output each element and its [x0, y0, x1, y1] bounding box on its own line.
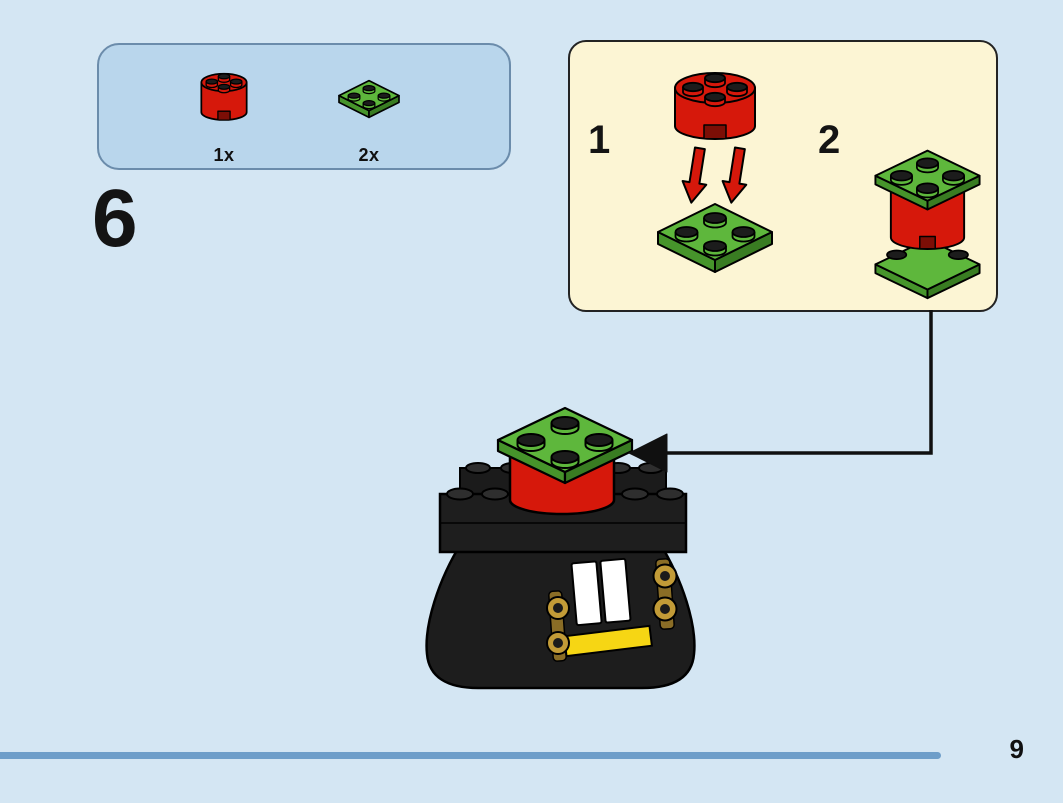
- substep-1-diagram: [657, 72, 773, 273]
- step-number: 6: [92, 173, 138, 264]
- red-round-brick-icon: [200, 72, 248, 121]
- substep-panel: 1 2: [568, 40, 998, 312]
- substep-1-number: 1: [588, 118, 611, 162]
- green-plate-icon: [338, 79, 400, 119]
- parts-callout-box: 1x 2: [97, 43, 511, 170]
- gold-buttons: [546, 563, 678, 655]
- green-plate-icon: [657, 203, 773, 273]
- model-diagram: [425, 406, 696, 690]
- part-item-red-round-brick: 1x: [164, 55, 284, 166]
- shirt: [570, 557, 632, 627]
- part-count-label: 2x: [358, 145, 380, 165]
- down-arrows-icon: [681, 146, 748, 204]
- red-round-brick-icon: [674, 72, 756, 140]
- model-illustration: [402, 396, 722, 701]
- red-round-brick-icon: [889, 190, 966, 250]
- page-number: 9: [1009, 734, 1024, 764]
- green-plate-icon: [874, 238, 981, 300]
- substep-2-diagram: [874, 149, 981, 300]
- part-count-label: 1x: [213, 145, 235, 165]
- green-plate-top: [496, 406, 634, 485]
- green-plate-icon: [874, 149, 981, 211]
- part-item-green-plate: 2x: [309, 55, 429, 166]
- page-divider: [0, 752, 941, 759]
- substep-2-number: 2: [818, 118, 841, 162]
